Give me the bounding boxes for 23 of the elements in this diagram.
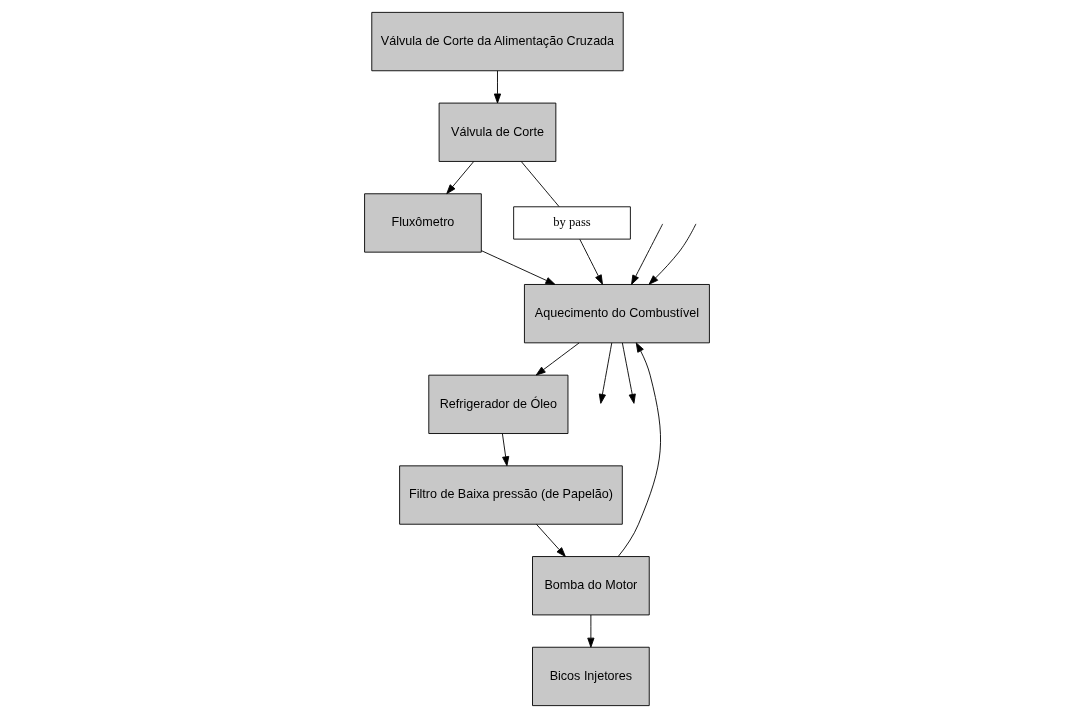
arrow xyxy=(579,238,603,285)
node-box: Refrigerador de Óleo xyxy=(428,374,569,434)
node-box: Válvula de Corte da Alimentação Cruzada xyxy=(371,11,624,72)
arrow xyxy=(648,223,697,285)
node-box: Válvula de Corte xyxy=(438,102,557,162)
arrow xyxy=(501,433,510,467)
arrow xyxy=(598,342,613,404)
node-box: by pass xyxy=(513,206,631,240)
connector xyxy=(520,161,560,208)
arrow xyxy=(535,342,580,376)
arrow xyxy=(631,223,664,285)
node-box: Fluxômetro xyxy=(364,193,482,253)
arrow xyxy=(480,250,556,285)
arrow xyxy=(621,342,636,404)
node-box: Bomba do Motor xyxy=(532,556,650,616)
node-box: Bicos Injetores xyxy=(532,646,650,707)
arrow xyxy=(617,342,662,557)
arrow xyxy=(587,614,595,648)
arrow xyxy=(536,523,566,557)
node-box: Aquecimento do Combustível xyxy=(523,284,710,344)
arrow xyxy=(446,161,475,195)
arrow xyxy=(493,70,502,104)
node-box: Filtro de Baixa pressão (de Papelão) xyxy=(399,465,623,525)
